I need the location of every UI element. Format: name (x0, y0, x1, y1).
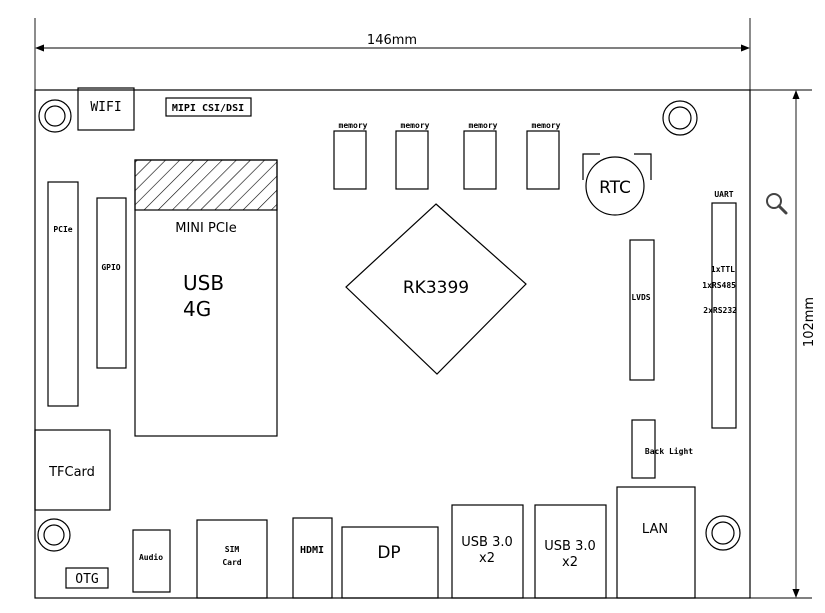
width-label: 146mm (367, 33, 417, 48)
svg-text:OTG: OTG (75, 572, 99, 587)
mounting-hole-bottom-left (37, 518, 71, 552)
svg-text:x2: x2 (479, 551, 495, 566)
svg-text:HDMI: HDMI (300, 545, 324, 556)
lvds-connector: LVDS (629, 239, 655, 381)
pcie-slot: PCIe (47, 181, 79, 407)
height-label: 102mm (802, 297, 817, 347)
usb3-port-b: USB 3.0 x2 (534, 504, 607, 599)
memory-chip-1: memory (333, 121, 368, 190)
mounting-hole-top-left (38, 99, 72, 133)
uart-header: UART (711, 190, 737, 429)
sim-card-slot: SIM Card (196, 519, 268, 599)
memory-chip-2: memory (395, 121, 430, 190)
rs232-label: 2xRS232 (703, 306, 737, 315)
svg-text:Card: Card (222, 558, 241, 567)
svg-text:SIM: SIM (225, 545, 240, 554)
svg-text:LVDS: LVDS (631, 293, 650, 302)
mipi-connector: MIPI CSI/DSI (165, 97, 252, 117)
svg-text:x2: x2 (562, 555, 578, 570)
svg-text:WIFI: WIFI (90, 100, 121, 115)
svg-text:memory: memory (339, 121, 368, 130)
svg-text:GPIO: GPIO (101, 263, 120, 272)
svg-text:LAN: LAN (642, 522, 668, 537)
width-dimension: 146mm (34, 18, 751, 92)
rs485-label: 1xRS485 (702, 281, 736, 290)
memory-chip-4: memory (526, 121, 561, 190)
svg-text:USB 3.0: USB 3.0 (544, 539, 596, 554)
svg-text:TFCard: TFCard (48, 465, 95, 480)
svg-text:RTC: RTC (599, 178, 631, 198)
svg-text:Audio: Audio (139, 552, 163, 562)
svg-text:Back Light: Back Light (645, 446, 693, 456)
svg-text:DP: DP (377, 543, 400, 563)
wifi-module: WIFI (77, 87, 135, 131)
usb3-port-a: USB 3.0 x2 (451, 504, 524, 599)
gpio-header: GPIO (96, 197, 127, 369)
svg-text:UART: UART (714, 190, 733, 199)
svg-text:4G: 4G (183, 297, 211, 321)
svg-text:PCIe: PCIe (53, 225, 72, 234)
hdmi-port: HDMI (292, 517, 333, 599)
svg-text:USB 3.0: USB 3.0 (461, 535, 513, 550)
memory-chip-3: memory (463, 121, 498, 190)
otg-port: OTG (65, 567, 109, 589)
svg-text:memory: memory (532, 121, 561, 130)
audio-jack: Audio (132, 529, 171, 593)
magnifier-icon[interactable] (766, 193, 788, 215)
svg-text:MINI PCIe: MINI PCIe (175, 221, 237, 236)
mini-pcie-slot: MINI PCIe USB 4G (134, 159, 278, 437)
rtc-battery: RTC (582, 153, 652, 216)
svg-text:memory: memory (401, 121, 430, 130)
backlight-connector: Back Light (631, 419, 693, 479)
height-dimension: 102mm (750, 89, 817, 599)
ttl-label: 1xTTL (711, 265, 735, 274)
mounting-hole-top-right (662, 100, 698, 136)
svg-text:MIPI CSI/DSI: MIPI CSI/DSI (172, 103, 244, 114)
rk3399-soc: RK3399 (345, 203, 527, 375)
mounting-hole-bottom-right (705, 515, 741, 551)
dp-port: DP (341, 526, 439, 599)
svg-text:memory: memory (469, 121, 498, 130)
tfcard-slot: TFCard (34, 429, 111, 511)
lan-port: LAN (616, 486, 696, 599)
svg-text:RK3399: RK3399 (403, 278, 469, 298)
svg-text:USB: USB (183, 271, 224, 295)
